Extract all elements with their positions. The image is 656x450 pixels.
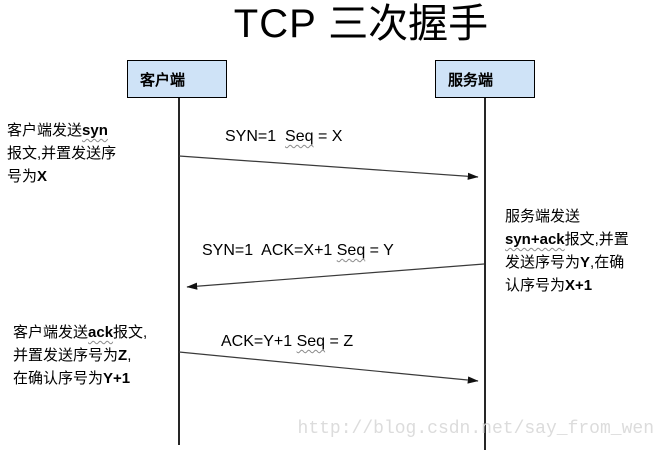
- server-actor-label: 服务端: [448, 71, 494, 89]
- client-actor-label: 客户端: [140, 71, 186, 89]
- page-title: TCP 三次握手: [33, 0, 656, 48]
- watermark: http://blog.csdn.net/say_from_wen: [297, 419, 654, 439]
- note-client-ack: 客户端发送ack报文,并置发送序号为Z,在确认序号为Y+1: [13, 324, 148, 387]
- arrow-syn-ack: [186, 263, 485, 290]
- client-lifeline: [178, 98, 180, 445]
- server-actor-box: 服务端: [435, 60, 535, 98]
- message-label-ack: ACK=Y+1 Seq = Z: [221, 333, 354, 350]
- client-actor-box: 客户端: [127, 60, 227, 98]
- message-label-syn-ack: SYN=1 ACK=X+1 Seq = Y: [202, 242, 394, 259]
- message-label-syn: SYN=1 Seq = X: [225, 128, 343, 145]
- title-cjk: 三次握手: [328, 1, 489, 46]
- arrow-ack: [178, 351, 479, 384]
- title-latin: TCP: [233, 2, 329, 46]
- server-lifeline: [484, 98, 486, 450]
- arrow-syn: [178, 155, 479, 180]
